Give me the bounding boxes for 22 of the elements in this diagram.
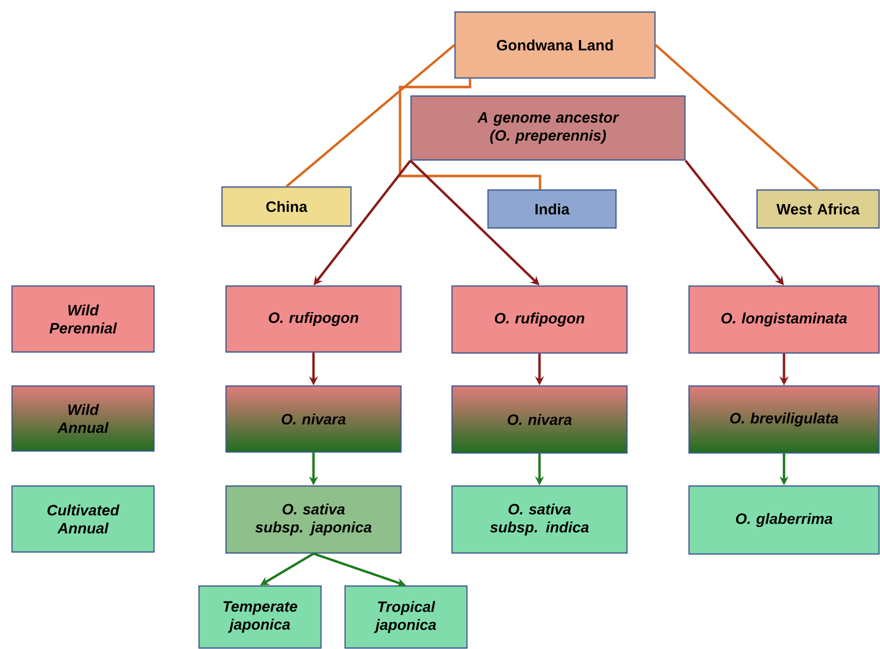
connector-line <box>398 78 542 190</box>
connector-line <box>286 44 456 188</box>
category-box: Cultivated Annual <box>11 485 155 553</box>
root-box: Gondwana Land <box>454 11 656 79</box>
variety-box: Temperate japonica <box>198 585 322 649</box>
ancestor-box: A genome ancestor (O. preperennis) <box>410 95 686 161</box>
category-box: Wild Annual <box>11 385 155 452</box>
variety-box: Tropical japonica <box>344 585 468 649</box>
region-box: West Africa <box>756 189 880 229</box>
species-box: O. nivara <box>225 385 402 453</box>
region-box: India <box>487 189 617 229</box>
category-box: Wild Perennial <box>11 285 155 353</box>
species-box: O. sativa subsp. indica <box>451 485 628 554</box>
connector-line <box>654 44 819 190</box>
species-box: O. sativa subsp. japonica <box>225 485 402 554</box>
species-box: O. rufipogon <box>225 285 402 353</box>
species-box: O. breviligulata <box>688 385 880 454</box>
species-box: O. nivara <box>451 385 628 454</box>
species-box: O. glaberrima <box>688 485 880 555</box>
species-box: O. longistaminata <box>688 285 880 354</box>
region-box: China <box>221 186 352 227</box>
species-box: O. rufipogon <box>451 285 628 354</box>
